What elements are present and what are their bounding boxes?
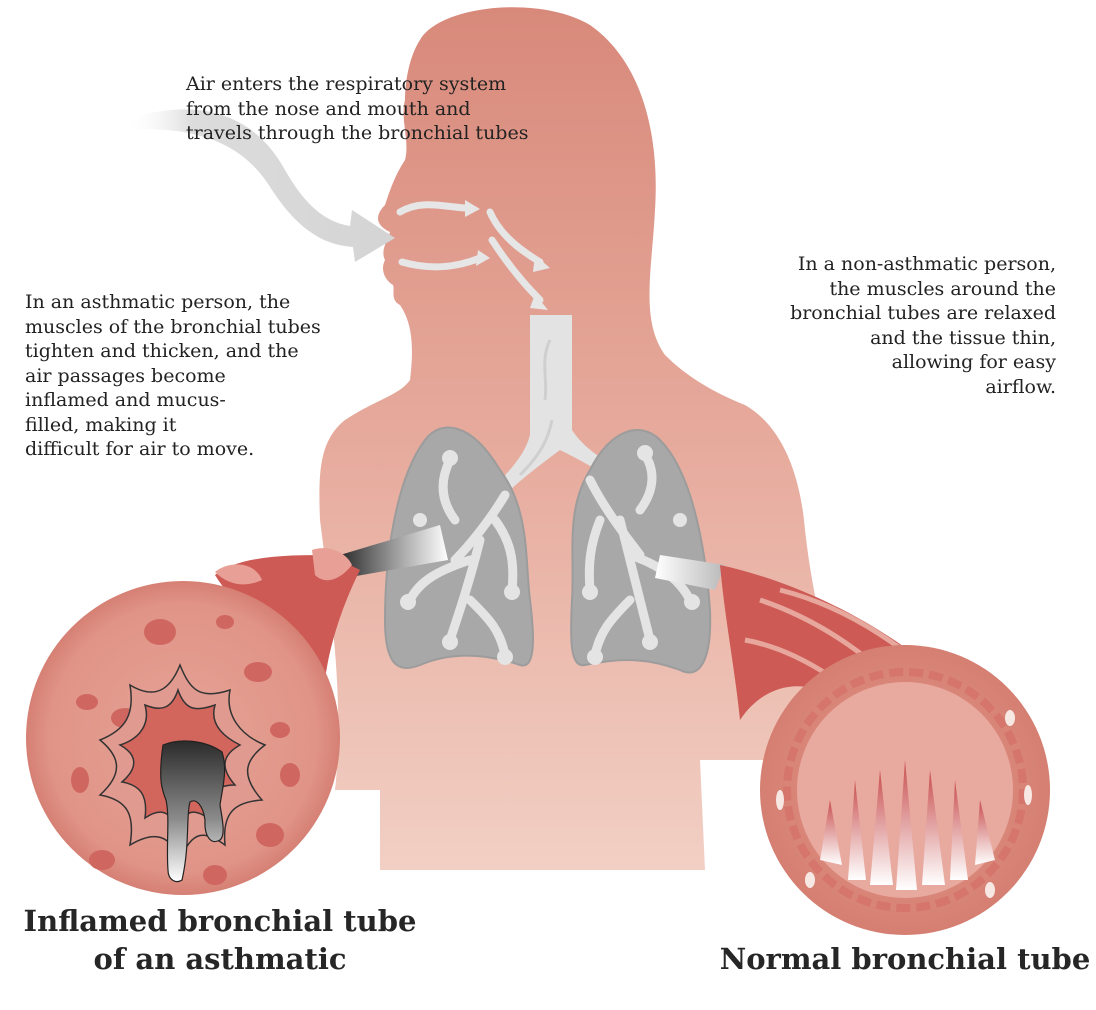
normal-tube-heading: Normal bronchial tube: [715, 940, 1095, 978]
air-entry-caption: Air enters the respiratory system from t…: [186, 72, 606, 146]
non-asthmatic-caption: In a non-asthmatic person, the muscles a…: [736, 252, 1056, 399]
inflamed-tube-heading: Inflamed bronchial tube of an asthmatic: [20, 902, 420, 978]
asthmatic-caption: In an asthmatic person, the muscles of t…: [25, 290, 345, 462]
